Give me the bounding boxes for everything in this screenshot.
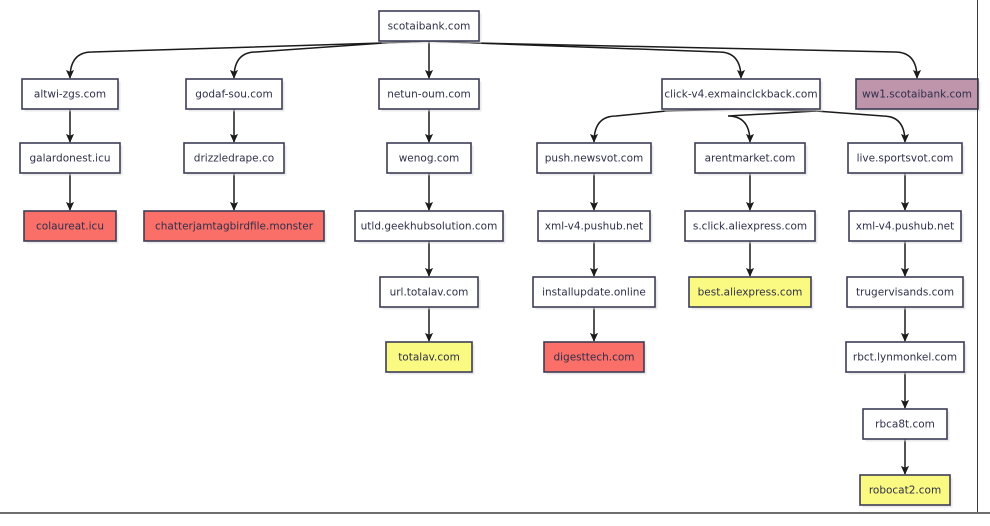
page-bottom-rule	[0, 512, 990, 514]
node-box[interactable]	[694, 142, 806, 174]
node-box[interactable]	[183, 142, 285, 174]
node-n_ww1[interactable]: ww1.scotaibank.com	[855, 78, 981, 112]
node-n_drizzle[interactable]: drizzledrape.co	[183, 142, 287, 176]
node-n_live[interactable]: live.sportsvot.com	[847, 142, 965, 176]
node-box[interactable]	[688, 276, 812, 308]
node-box[interactable]	[143, 210, 325, 242]
page-right-rule	[977, 0, 978, 513]
node-n_totalav[interactable]: totalav.com	[385, 341, 475, 375]
node-box[interactable]	[847, 142, 963, 174]
node-box[interactable]	[23, 210, 117, 242]
node-box[interactable]	[379, 276, 479, 308]
node-n_rbct[interactable]: rbct.lynmonkel.com	[845, 341, 967, 375]
node-box[interactable]	[385, 341, 473, 373]
node-n_xmlB[interactable]: xml-v4.pushub.net	[848, 210, 964, 244]
node-n_install[interactable]: installupdate.online	[532, 276, 658, 310]
node-n_urltot[interactable]: url.totalav.com	[379, 276, 481, 310]
node-n_godaf[interactable]: godaf-sou.com	[185, 78, 285, 112]
node-n_arent[interactable]: arentmarket.com	[694, 142, 808, 176]
node-n_galard[interactable]: galardonest.icu	[19, 142, 123, 176]
node-box[interactable]	[845, 341, 965, 373]
node-box[interactable]	[354, 210, 504, 242]
node-n_altwi[interactable]: altwi-zgs.com	[21, 78, 121, 112]
node-n_colaur[interactable]: colaureat.icu	[23, 210, 119, 244]
edge-root-to-n_altwi	[65, 40, 430, 79]
node-box[interactable]	[859, 474, 951, 506]
node-n_digest[interactable]: digesttech.com	[543, 341, 647, 375]
node-box[interactable]	[848, 210, 962, 242]
edge-n_click-to-n_live	[740, 108, 910, 143]
node-box[interactable]	[536, 142, 652, 174]
node-layer: scotaibank.com altwi-zgs.com godaf-sou.com…	[19, 10, 981, 508]
node-n_utld[interactable]: utld.geekhubsolution.com	[354, 210, 506, 244]
node-n_truger[interactable]: trugervisands.com	[846, 276, 966, 310]
node-n_push[interactable]: push.newsvot.com	[536, 142, 654, 176]
node-n_wenog[interactable]: wenog.com	[386, 142, 474, 176]
node-box[interactable]	[855, 78, 979, 110]
node-box[interactable]	[19, 142, 121, 174]
node-n_xmlA[interactable]: xml-v4.pushub.net	[537, 210, 653, 244]
node-n_sclick[interactable]: s.click.aliexpress.com	[684, 210, 818, 244]
node-box[interactable]	[532, 276, 656, 308]
node-box[interactable]	[543, 341, 645, 373]
node-box[interactable]	[378, 10, 480, 42]
node-n_best[interactable]: best.aliexpress.com	[688, 276, 814, 310]
edge-layer	[65, 40, 922, 475]
edge-n_click-to-n_arent	[727, 108, 817, 143]
node-box[interactable]	[185, 78, 283, 110]
edge-n_click-to-n_push	[589, 108, 742, 143]
edge-root-to-n_godaf	[229, 40, 430, 79]
node-n_robocat[interactable]: robocat2.com	[859, 474, 953, 508]
node-box[interactable]	[537, 210, 651, 242]
node-n_netun[interactable]: netun-oum.com	[378, 78, 482, 112]
node-box[interactable]	[862, 408, 948, 440]
node-n_chatter[interactable]: chatterjamtagbirdfile.monster	[143, 210, 327, 244]
node-box[interactable]	[386, 142, 472, 174]
node-box[interactable]	[378, 78, 480, 110]
node-n_rbca8t[interactable]: rbca8t.com	[862, 408, 950, 442]
node-root[interactable]: scotaibank.com	[378, 10, 482, 44]
node-box[interactable]	[846, 276, 964, 308]
node-n_click[interactable]: click-v4.exmainclckback.com	[661, 78, 823, 112]
node-box[interactable]	[21, 78, 119, 110]
node-box[interactable]	[684, 210, 816, 242]
node-box[interactable]	[661, 78, 821, 110]
edge-root-to-n_click	[428, 40, 746, 79]
edge-root-to-n_ww1	[428, 40, 922, 79]
